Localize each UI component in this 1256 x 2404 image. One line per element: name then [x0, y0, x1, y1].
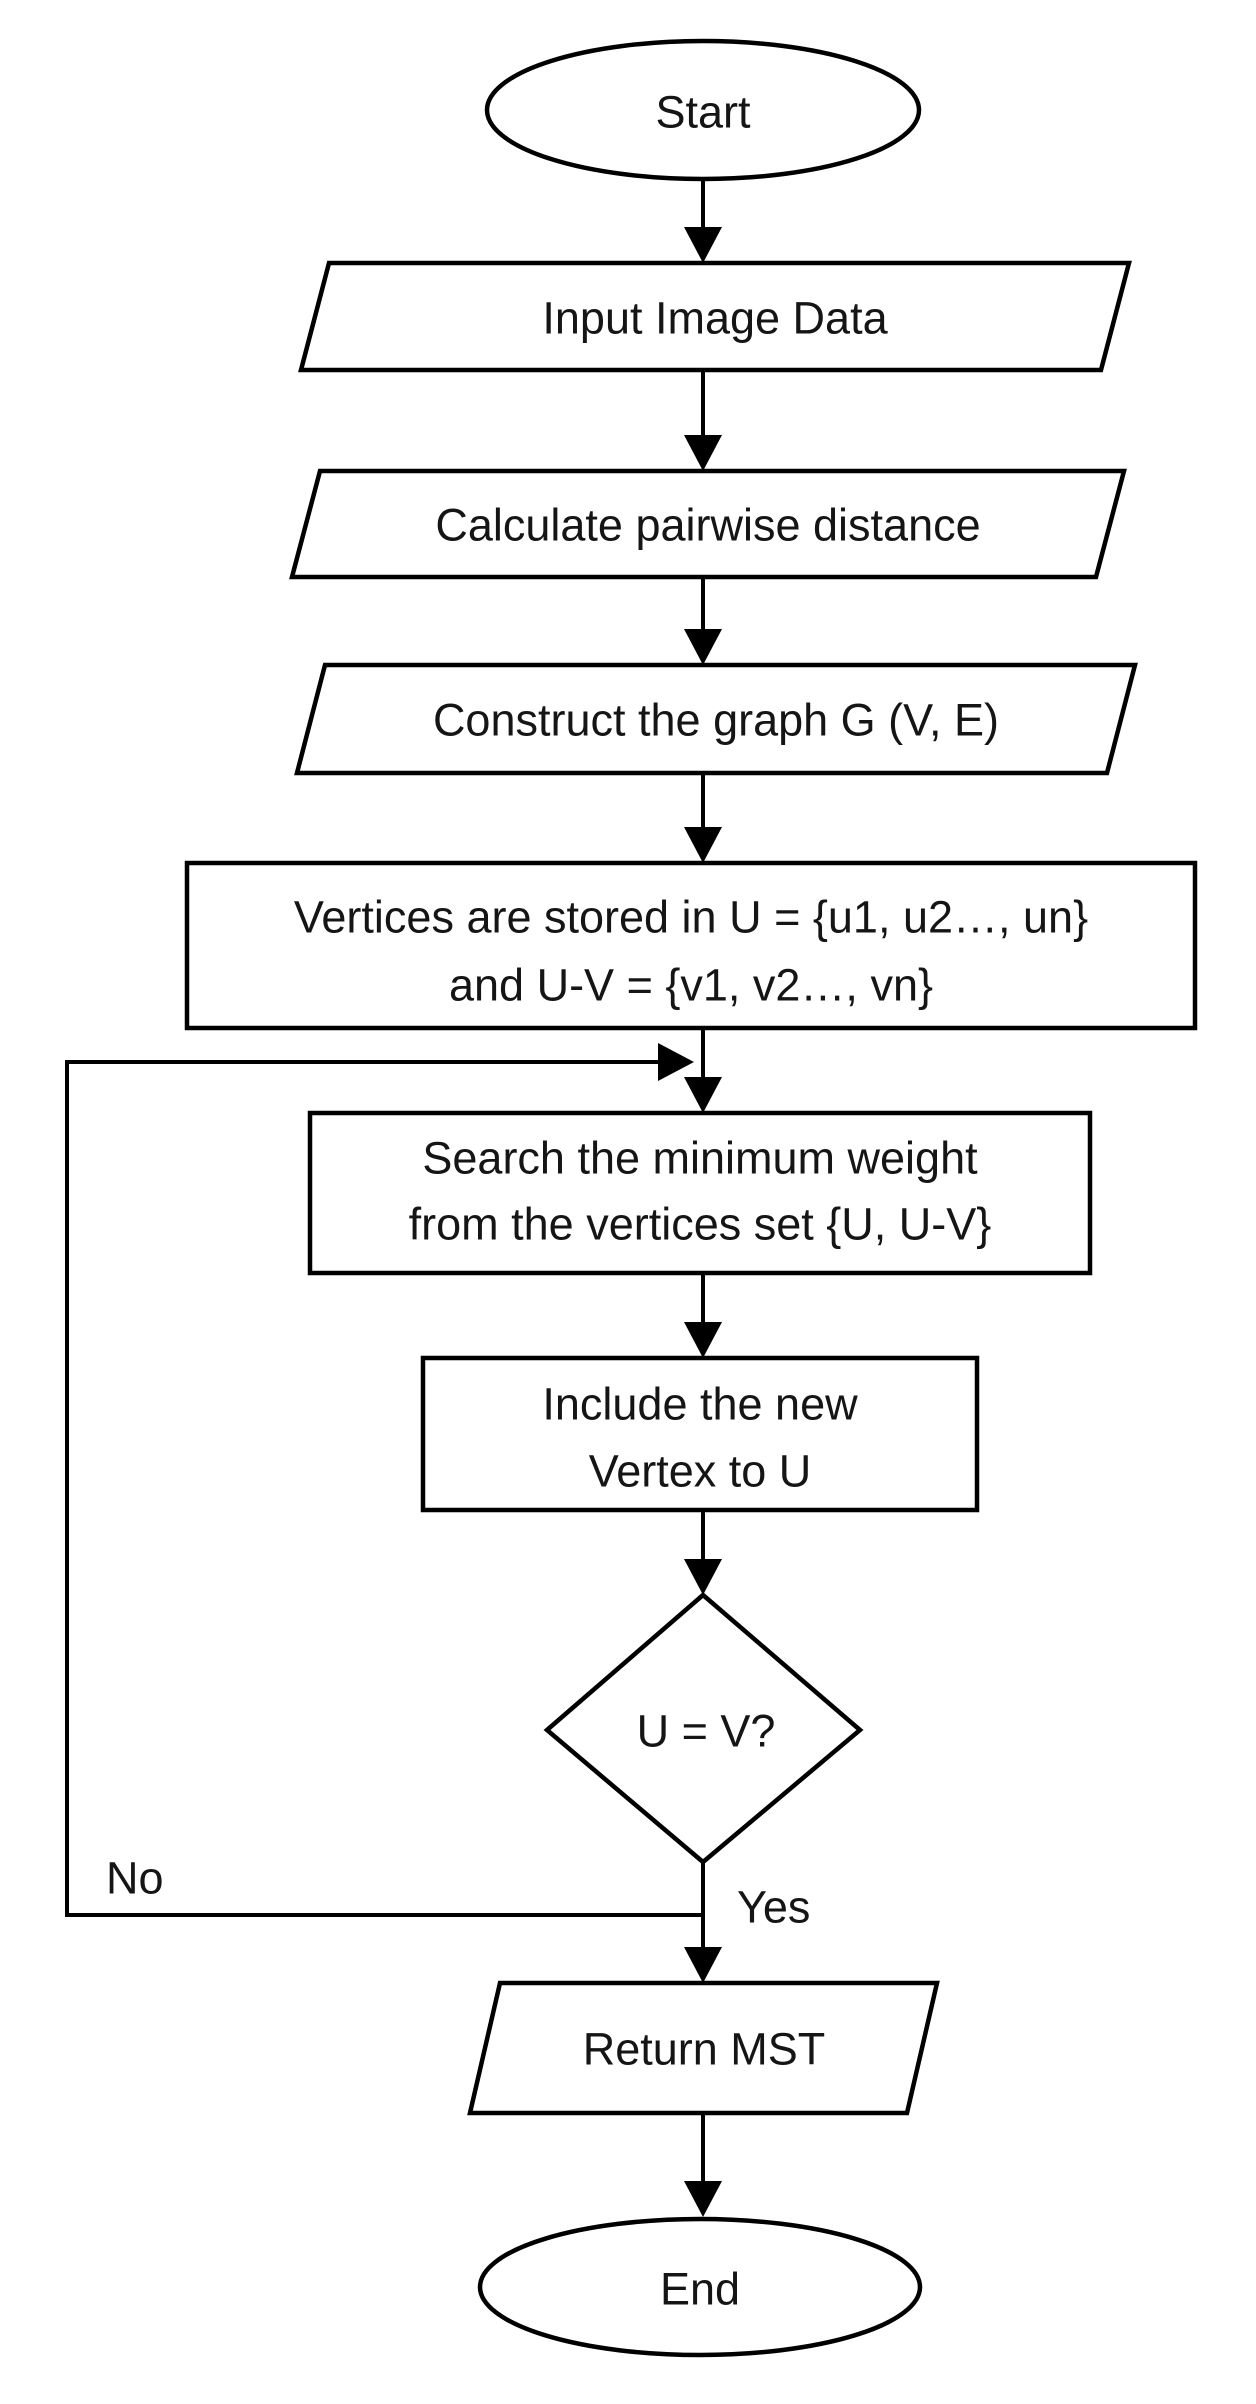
construct-graph-parallelogram [294, 662, 1138, 776]
node-end: End [477, 2216, 923, 2358]
node-include-vertex: Include the new Vertex to U [420, 1355, 980, 1513]
calculate-pairwise-distance-parallelogram [289, 468, 1127, 580]
include-vertex-label-line1: Include the new [542, 1379, 858, 1430]
arrowhead-return-to-end [684, 2181, 722, 2217]
start-label: Start [655, 87, 751, 138]
node-store-vertices: Vertices are stored in U = {u1, u2…, un}… [184, 860, 1198, 1031]
arrowhead-start-to-input [684, 227, 722, 263]
include-vertex-label-line2: Vertex to U [589, 1446, 812, 1497]
input-image-data-label: Input Image Data [542, 293, 888, 344]
arrowhead-construct-to-store [684, 827, 722, 863]
calculate-pairwise-distance-label: Calculate pairwise distance [435, 500, 980, 551]
search-min-weight-rect [307, 1110, 1093, 1276]
node-decision-u-equals-v: U = V? [543, 1592, 864, 1865]
construct-graph-label: Construct the graph G (V, E) [433, 695, 999, 746]
connectors [65, 181, 722, 2217]
store-vertices-label-line1: Vertices are stored in U = {u1, u2…, un} [294, 892, 1088, 943]
end-terminator-shape [477, 2216, 923, 2358]
store-vertices-rect [184, 860, 1198, 1031]
node-input-image-data: Input Image Data [298, 260, 1132, 373]
decision-label: U = V? [637, 1706, 776, 1757]
arrowhead-search-to-include [684, 1322, 722, 1358]
decision-diamond [543, 1592, 864, 1865]
node-search-min-weight: Search the minimum weight from the verti… [307, 1110, 1093, 1276]
search-min-weight-label-line1: Search the minimum weight [422, 1133, 978, 1184]
arrowhead-decision-to-return [684, 1947, 722, 1983]
edge-label-no: No [106, 1853, 164, 1904]
store-vertices-label-line2: and U-V = {v1, v2…, vn} [449, 960, 933, 1011]
include-vertex-rect [420, 1355, 980, 1513]
arrowhead-input-to-calculate [684, 435, 722, 471]
node-calculate-pairwise-distance: Calculate pairwise distance [289, 468, 1127, 580]
node-start: Start [484, 38, 922, 182]
arrowhead-loop-entry [658, 1043, 694, 1081]
loop-no-branch-line [65, 1060, 703, 1917]
arrowhead-store-to-search [684, 1077, 722, 1113]
input-image-data-parallelogram [298, 260, 1132, 373]
arrowhead-include-to-decision [684, 1559, 722, 1595]
return-mst-parallelogram [467, 1980, 940, 2116]
search-min-weight-label-line2: from the vertices set {U, U-V} [409, 1199, 992, 1250]
end-label: End [660, 2264, 740, 2315]
node-return-mst: Return MST [467, 1980, 940, 2116]
edge-label-yes: Yes [737, 1882, 810, 1933]
arrowhead-calculate-to-construct [684, 629, 722, 665]
start-terminator-shape [484, 38, 922, 182]
return-mst-label: Return MST [583, 2024, 826, 2075]
node-construct-graph: Construct the graph G (V, E) [294, 662, 1138, 776]
